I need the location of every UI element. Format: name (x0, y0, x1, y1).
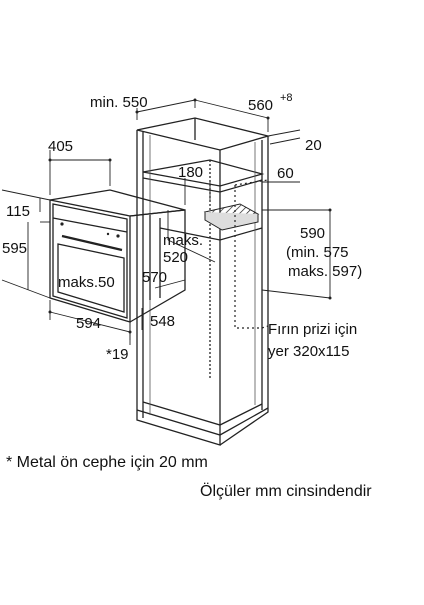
label-560: 560 (248, 97, 273, 114)
label-min-550: min. 550 (90, 94, 148, 111)
oven-knobs (60, 222, 120, 238)
label-socket-line1: Fırın prizi için (268, 321, 357, 338)
oven (49, 189, 186, 323)
dimension-ticks (48, 98, 332, 334)
label-20: 20 (305, 137, 322, 154)
note-units: Ölçüler mm cinsindendir (200, 483, 372, 500)
label-590: 590 (300, 225, 325, 242)
socket-area (234, 179, 269, 329)
label-maks-520-b: 520 (163, 249, 188, 266)
label-595: 595 (2, 240, 27, 257)
label-405: 405 (48, 138, 73, 155)
label-socket-line2: yer 320x115 (268, 343, 349, 360)
label-min-575: (min. 575 (286, 244, 349, 261)
label-180: 180 (178, 164, 203, 181)
label-560-tolerance: +8 (280, 92, 293, 104)
label-maks-50: maks.50 (58, 274, 115, 291)
label-60: 60 (277, 165, 294, 182)
label-548: 548 (150, 313, 175, 330)
label-maks-520-a: maks. (163, 232, 203, 249)
label-115: 115 (6, 203, 30, 220)
dimension-lines (1, 99, 331, 345)
label-594: 594 (76, 315, 101, 332)
note-metal-front: * Metal ön cephe için 20 mm (6, 454, 208, 471)
label-570: 570 (142, 269, 167, 286)
label-star-19: *19 (106, 346, 129, 363)
dimension-labels: min. 550 560 +8 20 405 180 60 115 595 ma… (2, 92, 362, 363)
vent-block (203, 203, 260, 231)
label-maks-597: maks. 597) (288, 263, 362, 280)
